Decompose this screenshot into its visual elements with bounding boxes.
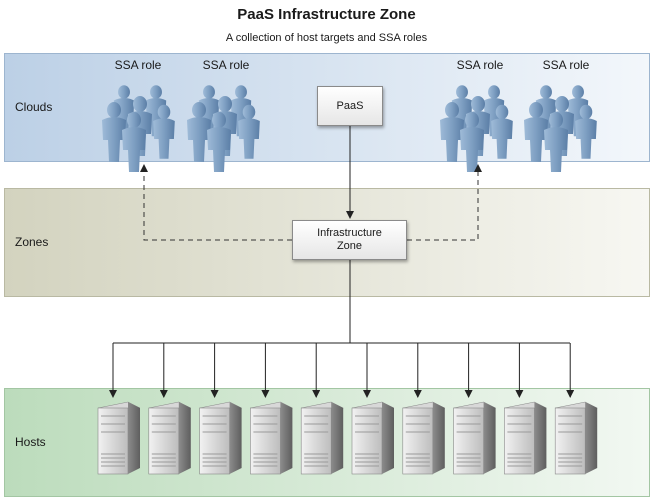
server-tower-icon <box>199 401 243 475</box>
dashed-connector-left <box>140 164 292 241</box>
paas-node: PaaS <box>317 86 383 126</box>
hosts-band-label: Hosts <box>15 435 46 449</box>
ssa-role-label-2: SSA role <box>202 58 250 72</box>
server-tower-icon <box>554 401 598 475</box>
server-tower-icon <box>148 401 192 475</box>
server-tower-icon <box>97 401 141 475</box>
clouds-band-label: Clouds <box>15 100 53 114</box>
infrastructure-zone-label-line2: Zone <box>336 240 363 252</box>
diagram-title: PaaS Infrastructure Zone <box>237 6 416 23</box>
ssa-role-label-4: SSA role <box>542 58 590 72</box>
server-tower-icon <box>453 401 497 475</box>
people-group-icon <box>440 85 513 172</box>
server-tower-icon <box>249 401 293 475</box>
diagram-subtitle: A collection of host targets and SSA rol… <box>225 32 428 44</box>
paas-node-label: PaaS <box>336 100 364 112</box>
zones-band-label: Zones <box>15 235 49 249</box>
server-tower-icon <box>300 401 344 475</box>
ssa-role-label-3: SSA role <box>456 58 504 72</box>
infrastructure-zone-node: Infrastructure Zone <box>292 220 407 260</box>
people-group-icon <box>524 85 597 172</box>
people-group-icon <box>102 85 175 172</box>
server-tower-icon <box>402 401 446 475</box>
ssa-role-label-1: SSA role <box>114 58 162 72</box>
server-tower-icon <box>351 401 395 475</box>
infrastructure-zone-label-line1: Infrastructure <box>317 227 382 239</box>
people-group-icon <box>187 85 260 172</box>
dashed-connector-right <box>407 164 482 241</box>
server-tower-icon <box>503 401 547 475</box>
